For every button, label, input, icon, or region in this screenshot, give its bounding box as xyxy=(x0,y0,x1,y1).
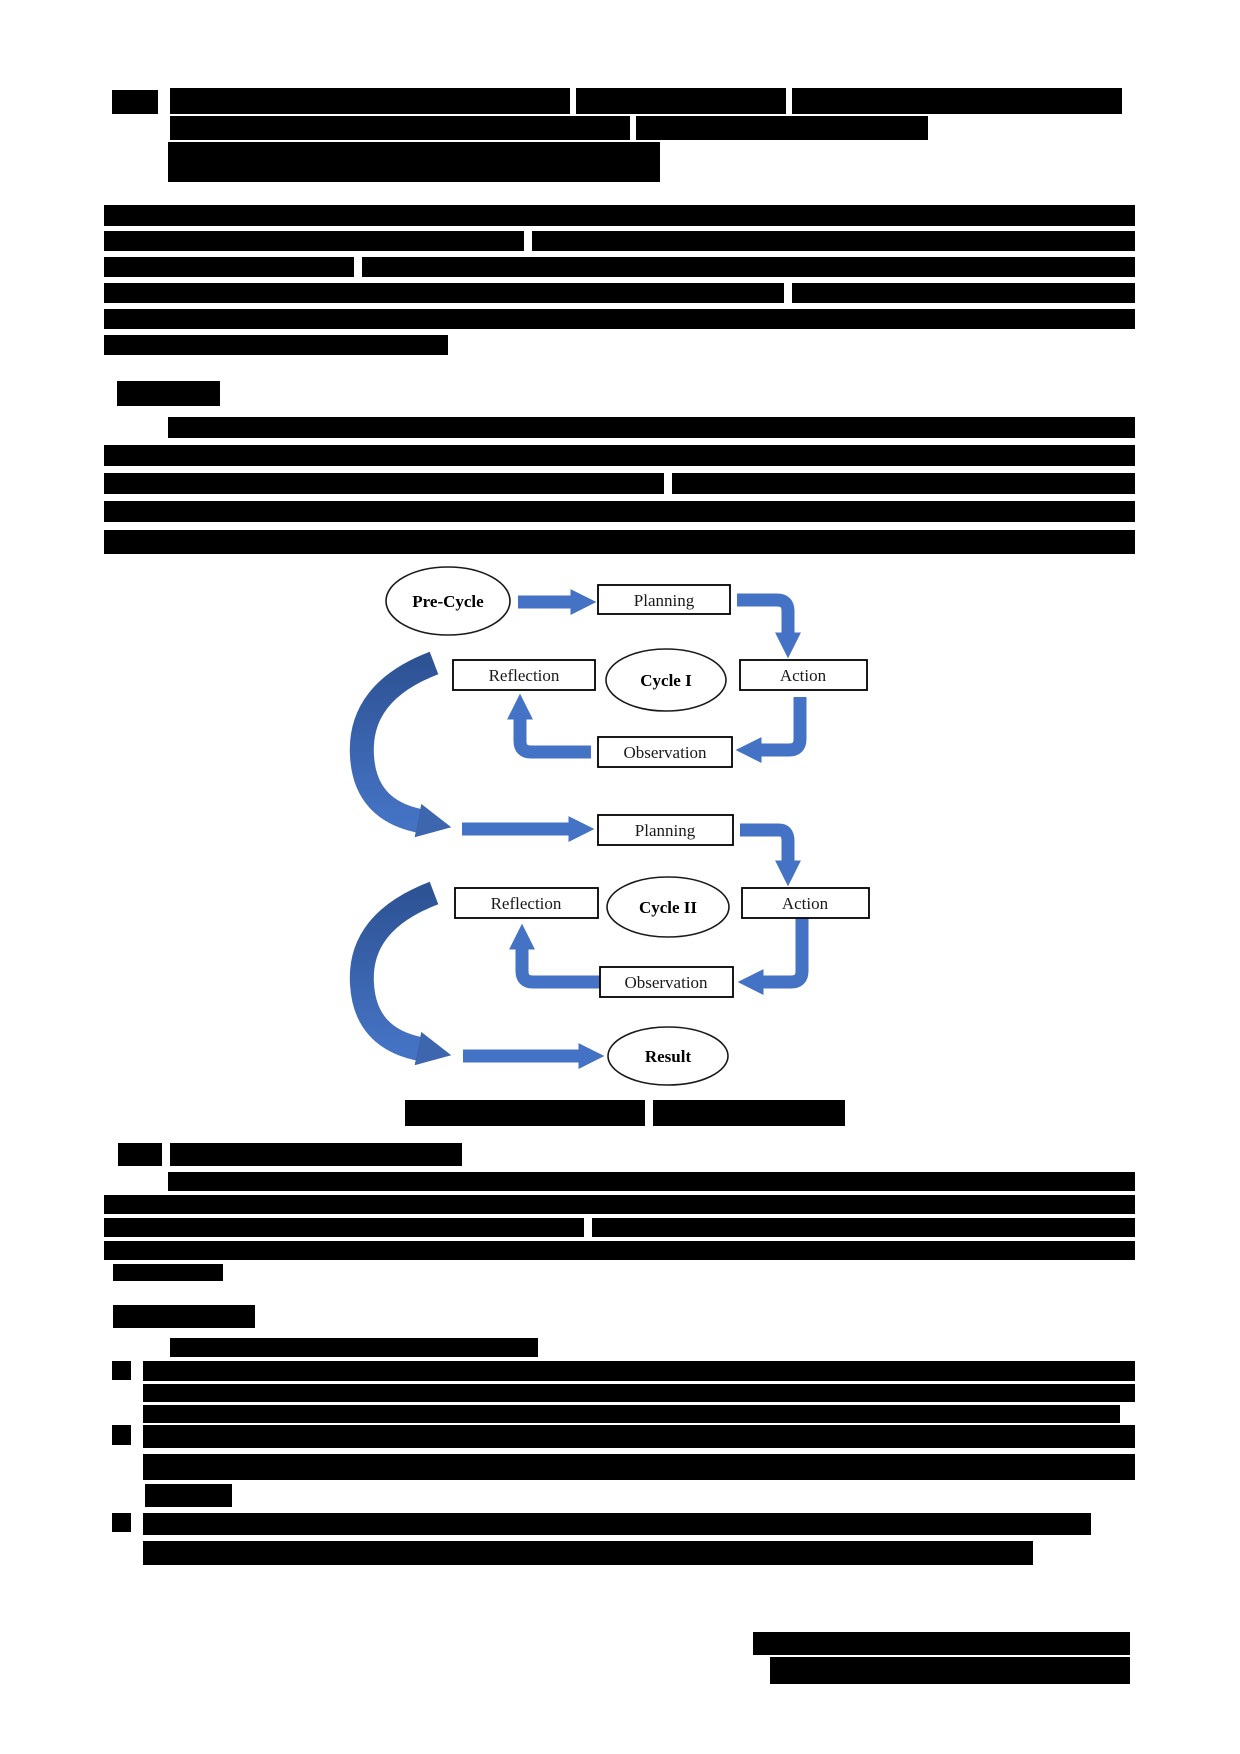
arrow-observation2-to-reflection2 xyxy=(509,923,600,989)
redacted-text-bar xyxy=(770,1657,1130,1684)
redacted-text-bar xyxy=(170,1143,462,1166)
reflection1-label: Reflection xyxy=(489,666,560,685)
redacted-text-bar xyxy=(576,88,786,114)
observation1-box xyxy=(597,736,733,768)
redacted-text-bar xyxy=(792,88,1122,114)
redacted-text-bar xyxy=(143,1454,1135,1480)
redacted-text-bar xyxy=(104,257,354,277)
redacted-text-bar xyxy=(592,1218,1135,1237)
arrow-reflection1-to-planning2-crescent xyxy=(349,651,452,838)
pre-cycle-ellipse xyxy=(385,566,511,636)
redacted-text-bar xyxy=(145,1484,232,1507)
pre-cycle-label: Pre-Cycle xyxy=(412,592,484,611)
redacted-text-bar xyxy=(170,1338,538,1357)
reflection1-box xyxy=(452,659,596,691)
redacted-text-bar xyxy=(104,1218,584,1237)
planning2-label: Planning xyxy=(635,821,696,840)
action2-box xyxy=(741,887,870,919)
reflection2-label: Reflection xyxy=(491,894,562,913)
redacted-text-bar xyxy=(168,142,660,182)
redacted-text-bar xyxy=(143,1425,1135,1448)
redacted-text-bar xyxy=(362,257,1135,277)
planning2-box xyxy=(597,814,734,846)
redacted-text-bar xyxy=(168,417,1135,438)
redacted-text-bar xyxy=(672,473,1135,494)
redacted-text-bar xyxy=(168,1172,1135,1191)
redacted-text-bar xyxy=(112,90,158,114)
redacted-text-bar xyxy=(104,283,784,303)
observation2-box xyxy=(599,966,734,998)
redacted-text-bar xyxy=(170,88,570,114)
arrow-planning2-to-action2 xyxy=(740,823,801,887)
redacted-text-bar xyxy=(104,1195,1135,1214)
cycle1-ellipse xyxy=(605,648,727,712)
observation2-label: Observation xyxy=(624,973,708,992)
redacted-text-bar xyxy=(653,1100,845,1126)
redacted-text-bar xyxy=(104,309,1135,329)
redacted-text-bar xyxy=(112,1513,131,1532)
cycle1-label: Cycle I xyxy=(640,671,692,690)
arrow-planning1-to-action1 xyxy=(737,593,801,659)
arrow-reflection2-to-result-crescent xyxy=(349,881,452,1066)
redacted-text-bar xyxy=(104,231,524,251)
redacted-text-bar xyxy=(104,335,448,355)
redacted-text-bar xyxy=(104,473,664,494)
redacted-text-bar xyxy=(636,116,928,140)
redacted-text-bar xyxy=(104,1241,1135,1260)
redacted-text-bar xyxy=(143,1361,1135,1381)
redacted-text-bar xyxy=(532,231,1135,251)
redacted-text-bar xyxy=(118,1143,162,1166)
action1-label: Action xyxy=(780,666,827,685)
redacted-text-bar xyxy=(753,1632,1130,1655)
cycle2-ellipse xyxy=(606,876,730,938)
redacted-text-bar xyxy=(104,445,1135,466)
redacted-text-bar xyxy=(112,1425,131,1445)
arrow-observation1-to-reflection1 xyxy=(507,693,591,759)
redacted-text-bar xyxy=(143,1384,1135,1402)
arrow-action1-to-observation1 xyxy=(735,697,807,763)
redacted-text-bar xyxy=(113,1305,255,1328)
arrow-action2-to-observation2 xyxy=(737,918,809,995)
redacted-text-bar xyxy=(143,1405,1120,1423)
redacted-text-bar xyxy=(792,283,1135,303)
redacted-text-bar xyxy=(104,501,1135,522)
redacted-text-bar xyxy=(143,1541,1033,1565)
planning1-label: Planning xyxy=(634,591,695,610)
action2-label: Action xyxy=(782,894,829,913)
planning1-box xyxy=(597,584,731,615)
redacted-text-bar xyxy=(113,1264,223,1281)
reflection2-box xyxy=(454,887,599,919)
result-ellipse xyxy=(607,1026,729,1086)
redacted-text-bar xyxy=(170,116,630,140)
cycle2-label: Cycle II xyxy=(639,898,697,917)
redacted-text-bar xyxy=(112,1361,131,1380)
redacted-text-bar xyxy=(104,205,1135,226)
action-research-cycle-diagram: Pre-Cycle Cycle I Cycle II Result Planni… xyxy=(349,566,870,1086)
redacted-text-bar xyxy=(117,381,220,406)
redacted-text-bar xyxy=(405,1100,645,1126)
redacted-text-bar xyxy=(143,1513,1091,1535)
redacted-text-bar xyxy=(104,530,1135,554)
result-label: Result xyxy=(645,1047,692,1066)
action1-box xyxy=(739,659,868,691)
observation1-label: Observation xyxy=(623,743,707,762)
